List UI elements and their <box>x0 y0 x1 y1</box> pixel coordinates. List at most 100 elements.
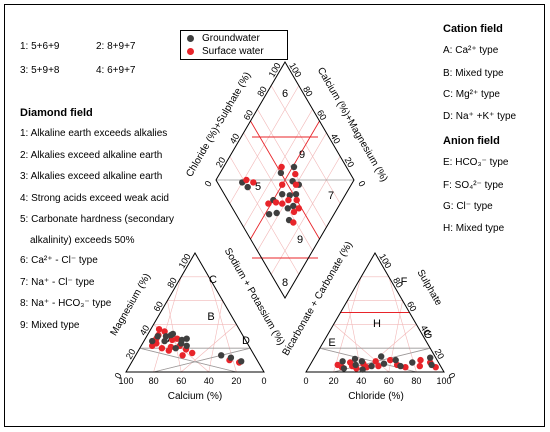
diamond-zone-label: 6 <box>282 88 288 100</box>
diamond-point <box>279 181 286 188</box>
diamond-point <box>285 196 292 204</box>
cation-tick-label: 20 <box>231 376 241 386</box>
anion-tick-label: 0 <box>303 376 308 386</box>
cation-point <box>149 337 156 345</box>
diamond-tick-label: 0 <box>356 179 367 188</box>
cation-tick-label: 60 <box>151 300 165 314</box>
anion-zone-label: E <box>328 337 335 349</box>
diamond-axis-label-lower-right: Bicarbonate + Carbonate (%) <box>281 240 355 358</box>
legend-surface-water: Surface water <box>187 46 264 57</box>
group-2: 2: 8+9+7 <box>96 41 136 52</box>
diamond-tick-label: 100 <box>267 61 283 79</box>
anion-point <box>339 358 346 365</box>
cation-field-item: B: Mixed type <box>443 68 504 79</box>
legend-groundwater-marker <box>187 34 194 42</box>
diamond-field-item: 5: Carbonate hardness (secondary <box>20 214 174 225</box>
anion-axis-label-chloride: Chloride (%) <box>348 391 404 402</box>
cation-point <box>227 354 235 361</box>
diamond-point <box>292 170 299 178</box>
anion-tick-label: 0 <box>446 371 457 380</box>
anion-point <box>378 353 385 360</box>
diamond-point <box>277 169 285 177</box>
diamond-point <box>292 181 300 188</box>
cation-zone-label: C <box>209 274 217 286</box>
cation-point <box>161 328 168 335</box>
anion-field-item: E: HCO₃⁻ type <box>443 157 509 168</box>
cation-point <box>161 337 168 345</box>
diamond-tick-label: 100 <box>287 61 303 79</box>
diamond-tick-label: 0 <box>203 179 214 188</box>
diamond-tick-label: 20 <box>342 155 356 169</box>
diamond-tick-label: 40 <box>329 132 343 146</box>
diamond-point <box>272 199 280 206</box>
anion-point <box>416 362 423 370</box>
diamond-point <box>292 191 300 198</box>
cation-field-item: C: Mg²⁺ type <box>443 89 500 100</box>
diamond-outline <box>215 61 355 299</box>
anion-zone-label: F <box>401 276 408 288</box>
diamond-axis-label-lower-left: Sodium + Potassium (%) <box>222 246 287 347</box>
diamond-tick-label: 80 <box>255 85 269 99</box>
anion-point <box>387 356 394 364</box>
diamond-field-item: alkalinity) exceeds 50% <box>30 235 135 246</box>
anion-point <box>372 358 379 365</box>
diamond-point <box>265 211 273 218</box>
cation-zone-boundary <box>153 347 251 373</box>
cation-triangle-outline <box>125 252 265 373</box>
diamond-point <box>290 202 297 210</box>
diamond-zone-label: 7 <box>328 190 334 202</box>
diamond-field-title: Diamond field <box>20 107 93 119</box>
diamond-tick-label: 80 <box>301 85 315 99</box>
cation-field-item: A: Ca²⁺ type <box>443 45 499 56</box>
cation-point <box>183 342 190 349</box>
diamond-zone-label: 8 <box>282 277 288 289</box>
diamond-point <box>278 163 285 171</box>
diamond-zone-label: 9 <box>299 149 305 161</box>
cation-field-item: D: Na⁺ +K⁺ type <box>443 111 517 122</box>
anion-tick-label: 100 <box>377 252 393 270</box>
cation-point <box>169 336 176 344</box>
cation-point <box>178 336 186 344</box>
cation-zone-label: D <box>242 335 250 347</box>
cation-point <box>173 335 181 342</box>
anion-zone-label: G <box>424 329 433 341</box>
group-4: 4: 6+9+7 <box>96 65 136 76</box>
anion-field-item: G: Cl⁻ type <box>443 201 493 212</box>
diamond-point <box>243 176 250 184</box>
anion-point <box>351 355 359 363</box>
anion-point <box>352 361 359 369</box>
diamond-field-item: 3: Alkalies exceed alkaline earth <box>20 171 163 182</box>
diamond-point <box>295 205 302 212</box>
anion-tick-label: 100 <box>436 376 451 386</box>
diamond-point <box>279 200 286 207</box>
diamond-point <box>265 200 272 207</box>
diamond-field-item: 8: Na⁺ - HCO₃⁻ type <box>20 298 112 309</box>
cation-point <box>162 333 170 340</box>
diamond-field-item: 1: Alkaline earth exceeds alkalies <box>20 128 168 139</box>
legend-surface-water-marker <box>187 47 194 55</box>
cation-tick-label: 0 <box>113 371 124 380</box>
cation-point <box>218 352 225 359</box>
anion-field-item: H: Mixed type <box>443 223 505 234</box>
cation-gridline <box>208 300 223 373</box>
cation-axis-label-calcium: Calcium (%) <box>168 391 222 402</box>
diamond-field-item: 4: Strong acids exceed weak acid <box>20 193 169 204</box>
anion-tick-label: 20 <box>432 347 446 361</box>
anion-field-title: Anion field <box>443 135 500 147</box>
diamond-zone-label: 9 <box>297 234 303 246</box>
cation-point <box>179 352 186 359</box>
diamond-zone-label: 5 <box>255 181 261 193</box>
cation-field-title: Cation field <box>443 23 503 35</box>
legend: Groundwater Surface water <box>180 30 288 60</box>
anion-point <box>358 358 366 365</box>
diamond-field-item: 6: Ca²⁺ - Cl⁻ type <box>20 255 98 266</box>
cation-tick-label: 100 <box>118 376 133 386</box>
anion-tick-label: 60 <box>384 376 394 386</box>
cation-tick-label: 100 <box>177 252 193 270</box>
diamond-tick-label: 60 <box>315 108 329 122</box>
diamond-point <box>290 163 298 171</box>
cation-point <box>158 345 166 352</box>
anion-triangle-outline <box>305 252 445 373</box>
diamond-point <box>290 219 297 226</box>
